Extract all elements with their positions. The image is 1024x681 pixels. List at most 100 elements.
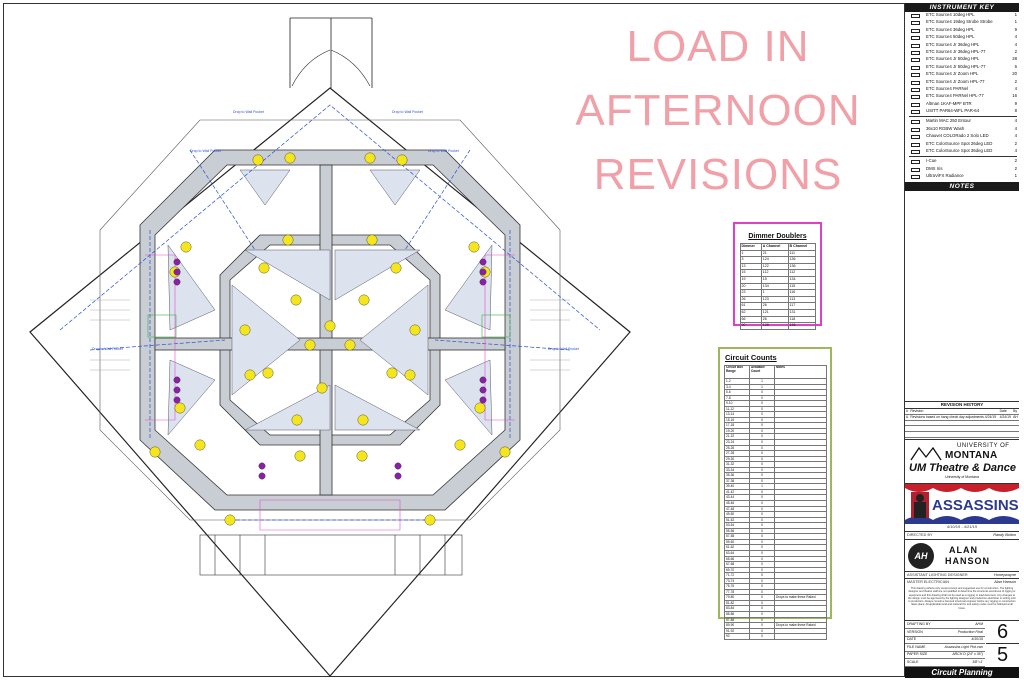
sheet-info-value: Assassins Light Plot.vwx bbox=[944, 644, 983, 649]
directed-by-row: DIRECTED BY Randy Bolton bbox=[905, 531, 1019, 539]
instrument-label: ETC Source4 Jr 50deg HPL bbox=[926, 56, 980, 62]
sheet-info-value: 3/8"=1' bbox=[972, 660, 983, 664]
dimmer-cell: 112 bbox=[787, 269, 816, 277]
dimmer-cell: 121 bbox=[760, 308, 789, 317]
instrument-quantity: 4 bbox=[1014, 148, 1017, 154]
dimmer-cell: 116 bbox=[787, 289, 816, 297]
channel-markers bbox=[149, 152, 511, 526]
channel-marker bbox=[390, 262, 402, 274]
dimmer-cell: 3 bbox=[739, 256, 762, 264]
dimmer-cell: 1 bbox=[760, 289, 789, 297]
dimmer-cell: 13 bbox=[739, 262, 762, 271]
instrument-quantity: 1 bbox=[1014, 19, 1017, 25]
dimmer-cell: 136 bbox=[787, 262, 816, 271]
revision-row: A Revisions based on hang check day adju… bbox=[905, 414, 1019, 421]
circuit-cell bbox=[774, 500, 827, 507]
channel-marker bbox=[282, 234, 294, 246]
rev-col-revision: Revision bbox=[909, 409, 999, 415]
catwalk-cross-h bbox=[154, 337, 506, 351]
instrument-quantity: 6 bbox=[1014, 63, 1017, 69]
rev-by: AH bbox=[1012, 414, 1019, 421]
circuit-cell bbox=[774, 461, 827, 468]
light-wedge-top bbox=[239, 169, 291, 206]
instrument-label: ETC ColorSource Spot 36deg LED bbox=[926, 148, 993, 154]
drop-label-e: Drop to Wall Pocket bbox=[548, 347, 579, 351]
channel-marker bbox=[468, 241, 480, 253]
channel-marker bbox=[344, 339, 356, 351]
sheet-info-key: DRAFTING BY bbox=[907, 622, 931, 626]
channel-marker bbox=[194, 439, 206, 451]
instrument-quantity: 2 bbox=[1014, 48, 1017, 54]
circuit-cell bbox=[774, 422, 827, 429]
show-dates: 4/10/19 - 4/21/19 bbox=[946, 524, 978, 529]
instrument-key-header: INSTRUMENT KEY bbox=[905, 3, 1019, 12]
rev-date: 4/24/19 bbox=[998, 414, 1013, 421]
dimmer-cell: 111 bbox=[787, 249, 816, 258]
instrument-label: 36x10 RGBW Wash bbox=[926, 125, 965, 131]
channel-marker bbox=[324, 320, 336, 332]
channel-marker bbox=[258, 262, 270, 274]
instrument-label: ETC Source4 Jr Zoom HPL bbox=[926, 71, 979, 77]
drop-label-s: Drop to Wall Pocket bbox=[428, 149, 459, 153]
sheet-number-top: 6 bbox=[986, 621, 1019, 644]
instrument-label: ETC Source4 PARNel HPL-77 bbox=[926, 93, 984, 99]
instrument-label: ETC Source4 36deg HPL bbox=[926, 26, 975, 32]
channel-marker bbox=[149, 446, 161, 458]
instrument-symbol-icon bbox=[909, 119, 924, 125]
revision-history: REVISION HISTORY # Revision Date By A Re… bbox=[905, 401, 1019, 438]
light-wedge-nw bbox=[167, 244, 216, 331]
instrument-quantity: 4 bbox=[1014, 41, 1017, 47]
channel-marker bbox=[291, 414, 303, 426]
instrument-symbol-icon bbox=[909, 102, 924, 108]
instrument-symbol-icon bbox=[909, 28, 924, 34]
channel-marker bbox=[356, 450, 368, 462]
show-artwork: ASSASSINS 4/10/19 - 4/21/19 bbox=[905, 483, 1019, 532]
channel-marker bbox=[499, 446, 511, 458]
instrument-label: ETC Source4 PARNel bbox=[926, 85, 968, 91]
instrument-quantity: 2 bbox=[1014, 140, 1017, 146]
light-wedge-top2 bbox=[369, 169, 421, 206]
circuit-cell bbox=[774, 394, 827, 402]
mover-marker bbox=[173, 258, 181, 266]
channel-marker bbox=[174, 402, 186, 414]
instrument-symbol-icon bbox=[909, 65, 924, 71]
mover-markers bbox=[173, 258, 487, 480]
instrument-label: I-Cue bbox=[926, 158, 937, 164]
designer-last-name: HANSON bbox=[945, 556, 991, 566]
mover-marker bbox=[394, 462, 402, 470]
instrument-symbol-icon bbox=[909, 127, 924, 133]
sheet-info-key: VERSION bbox=[907, 629, 923, 634]
notes-header: NOTES bbox=[905, 182, 1019, 192]
instrument-quantity: 16 bbox=[1012, 93, 1017, 99]
dimmer-cell: 26 bbox=[760, 302, 789, 310]
instrument-label: Chauvet COLORado 2 Solo LED bbox=[926, 133, 989, 139]
